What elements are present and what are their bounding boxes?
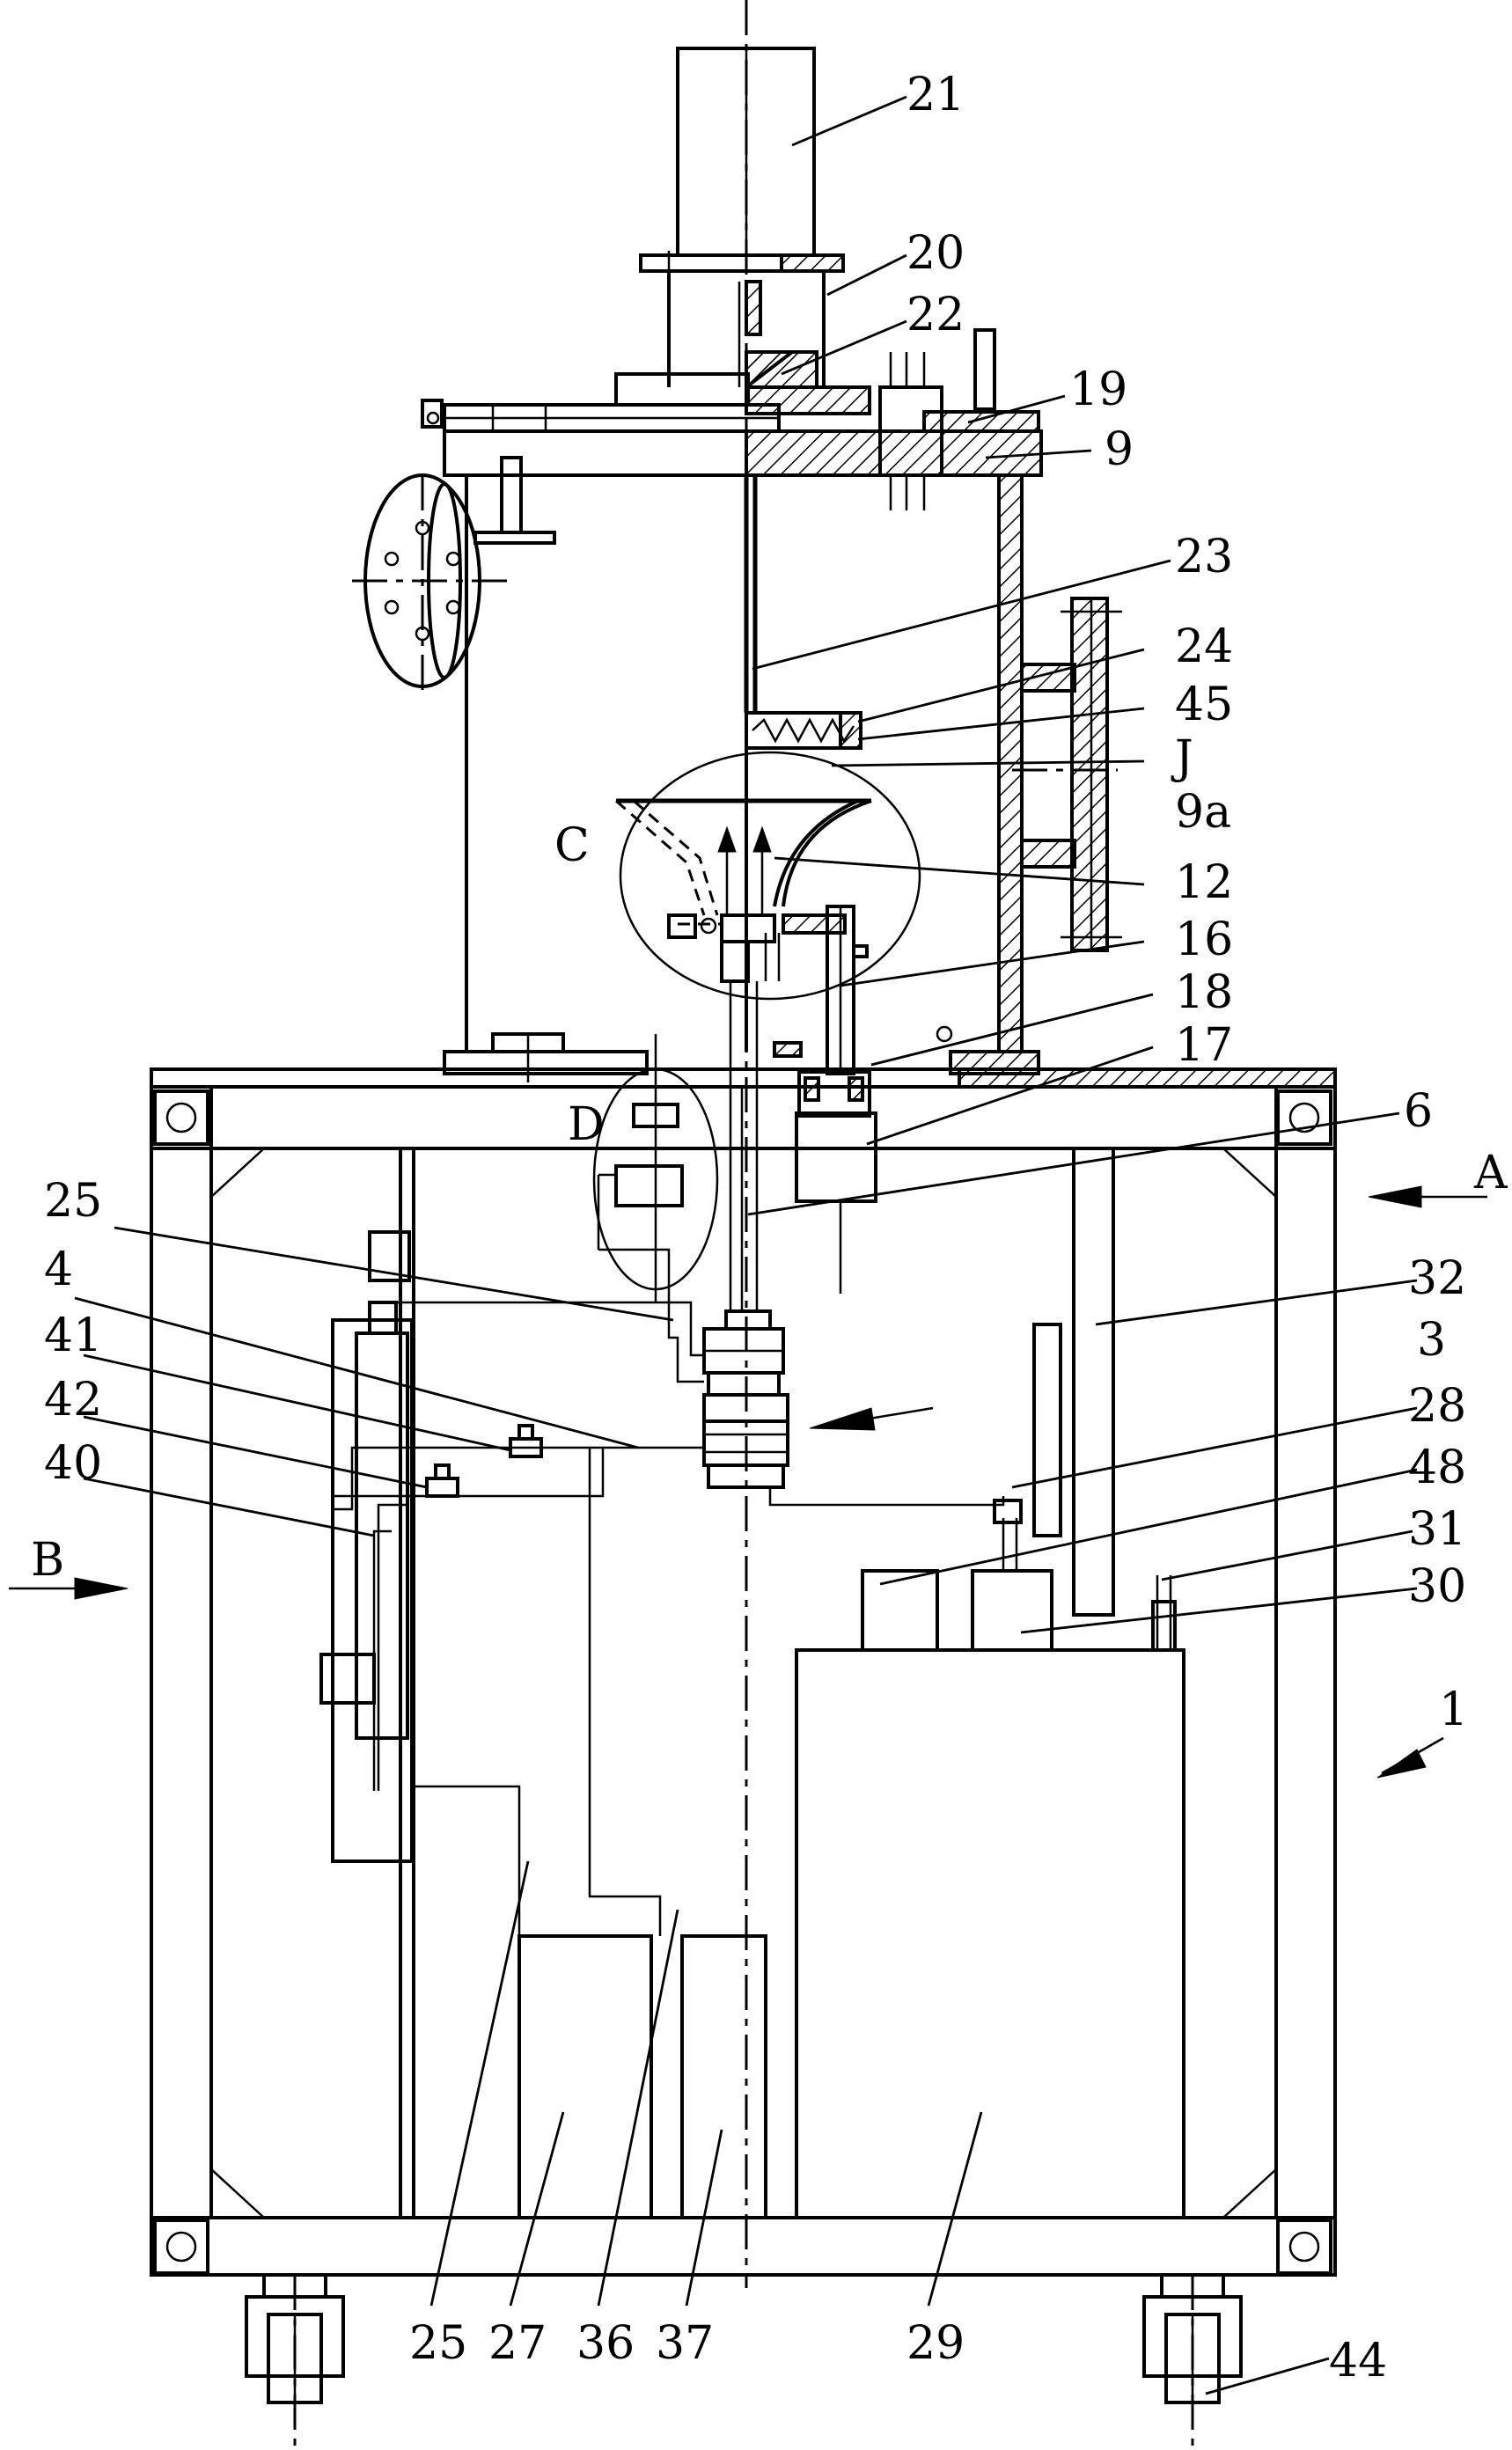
gas-tube-6 — [730, 981, 757, 1311]
label-44: 44 — [1329, 2335, 1387, 2388]
label-21: 21 — [906, 69, 965, 121]
label-12: 12 — [1175, 856, 1233, 909]
detail-circle-c — [620, 752, 920, 999]
label-4: 4 — [44, 1243, 73, 1296]
module-48 — [862, 1571, 937, 1650]
label-28: 28 — [1408, 1380, 1466, 1433]
label-40: 40 — [44, 1437, 102, 1490]
label-48: 48 — [1408, 1441, 1466, 1494]
view-arrow-b — [9, 1578, 128, 1599]
frame-corner-profile-tl — [155, 1091, 208, 1144]
label-20: 20 — [906, 227, 965, 280]
valve-42 — [427, 1465, 458, 1496]
arrow-1 — [1377, 1738, 1443, 1778]
label-32: 32 — [1408, 1252, 1466, 1305]
label-d: D — [568, 1098, 605, 1151]
label-42: 42 — [44, 1374, 102, 1427]
label-31: 31 — [1408, 1503, 1466, 1556]
heater-24 — [746, 713, 861, 748]
arrow-3 — [810, 1408, 933, 1430]
label-22: 22 — [906, 289, 965, 341]
label-9: 9 — [1105, 423, 1134, 476]
label-36: 36 — [576, 2317, 635, 2370]
label-6: 6 — [1404, 1085, 1433, 1138]
valve-41 — [510, 1426, 541, 1456]
label-30: 30 — [1408, 1560, 1466, 1613]
holder-assembly-16 — [669, 906, 867, 1074]
rotating-table-12 — [616, 801, 871, 915]
power-cabinet-29 — [796, 1650, 1184, 2218]
upper-plate — [444, 431, 746, 475]
view-arrow-a — [1369, 1186, 1487, 1207]
chamber-base-plate — [444, 1027, 1039, 1082]
label-41: 41 — [44, 1309, 102, 1362]
label-j: J — [1171, 731, 1193, 784]
label-25-bottom: 25 — [409, 2317, 467, 2370]
module-30 — [973, 1500, 1052, 1650]
rail-32 — [1034, 1148, 1113, 1615]
label-24: 24 — [1175, 620, 1233, 673]
coupling-housing-20 — [641, 251, 843, 387]
label-17: 17 — [1175, 1019, 1233, 1072]
lift-cylinder-17 — [796, 1072, 876, 1294]
label-16: 16 — [1175, 913, 1233, 966]
label-27: 27 — [488, 2317, 547, 2370]
label-37: 37 — [656, 2317, 714, 2370]
label-25-top: 25 — [44, 1175, 102, 1228]
label-18: 18 — [1175, 966, 1233, 1019]
label-a: A — [1473, 1147, 1508, 1199]
top-guide-rail — [422, 374, 779, 431]
main-frame-1 — [151, 1069, 1335, 2275]
thermocouple-31 — [1153, 1575, 1175, 1650]
label-9a: 9a — [1175, 786, 1231, 839]
label-b: B — [31, 1534, 64, 1587]
label-c: C — [554, 819, 590, 872]
frame-corner-profile-bl — [155, 2220, 208, 2273]
label-1: 1 — [1439, 1683, 1468, 1736]
left-viewport-disc — [352, 458, 554, 695]
caster-right-44 — [1144, 2275, 1241, 2446]
label-19: 19 — [1069, 363, 1127, 416]
label-3: 3 — [1417, 1314, 1446, 1367]
frame-corner-profile-tr — [1278, 1091, 1331, 1144]
motor-21 — [678, 48, 814, 255]
side-viewport-9a — [1012, 598, 1122, 950]
tank-37 — [682, 1936, 766, 2218]
label-45: 45 — [1175, 679, 1233, 731]
caster-left-44 — [246, 2275, 343, 2446]
frame-corner-profile-br — [1278, 2220, 1331, 2273]
label-29: 29 — [906, 2317, 965, 2370]
label-23: 23 — [1175, 531, 1233, 583]
part-labels: 21 20 22 19 9 23 24 45 J 9a C 12 16 18 1… — [31, 69, 1508, 2388]
tank-27 — [519, 1936, 651, 2218]
inner-tube-23 — [746, 475, 755, 713]
